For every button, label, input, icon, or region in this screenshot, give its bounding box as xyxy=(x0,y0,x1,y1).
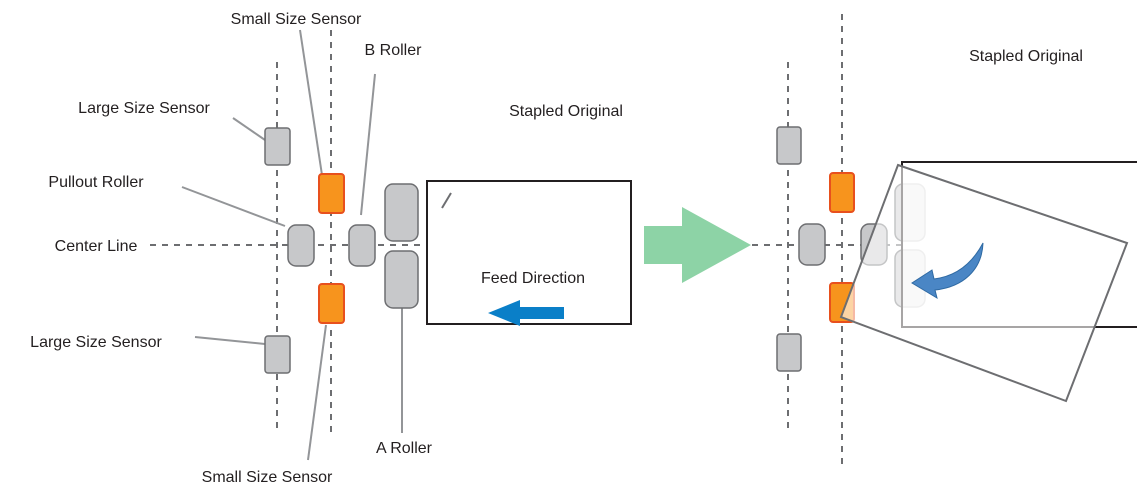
leader-small-sensor-bottom xyxy=(307,324,327,461)
b-roller-left xyxy=(348,224,376,267)
large-size-sensor-bottom-right xyxy=(776,333,802,372)
stapled-original-paper xyxy=(426,180,632,325)
large-size-sensor-top-right xyxy=(776,126,802,165)
label-center-line: Center Line xyxy=(55,238,138,255)
skewed-original-paper xyxy=(839,163,1129,403)
left-panel: Small Size Sensor B Roller Large Size Se… xyxy=(30,11,632,486)
small-size-sensor-top-right xyxy=(829,172,855,213)
right-panel: Stapled Original xyxy=(752,14,1137,466)
leader-b-roller xyxy=(360,73,376,216)
right-arrow-icon xyxy=(644,207,751,283)
leader-large-sensor-top xyxy=(232,117,266,141)
small-size-sensor-top xyxy=(318,173,345,214)
label-small-size-sensor-bottom: Small Size Sensor xyxy=(202,469,333,486)
leader-small-sensor-top xyxy=(299,29,323,176)
leader-pullout-roller xyxy=(181,186,286,227)
staple-mark xyxy=(441,192,452,209)
a-roller-bottom xyxy=(384,250,419,309)
label-small-size-sensor-top: Small Size Sensor xyxy=(231,11,362,28)
large-size-sensor-top xyxy=(264,127,291,166)
label-stapled-original-left: Stapled Original xyxy=(509,103,623,120)
pullout-roller xyxy=(287,224,315,267)
label-b-roller: B Roller xyxy=(365,42,423,59)
curved-arrow-icon xyxy=(911,242,984,300)
label-pullout-roller: Pullout Roller xyxy=(48,174,144,191)
label-stapled-original-right: Stapled Original xyxy=(969,48,1083,65)
small-size-sensor-bottom xyxy=(318,283,345,324)
a-roller-top xyxy=(384,183,419,242)
label-a-roller: A Roller xyxy=(376,440,433,457)
left-arrow-icon xyxy=(488,300,564,326)
pullout-roller-right xyxy=(798,223,826,266)
label-feed-direction: Feed Direction xyxy=(481,270,585,287)
label-large-size-sensor-bottom: Large Size Sensor xyxy=(30,334,162,351)
large-size-sensor-bottom xyxy=(264,335,291,374)
label-large-size-sensor-top: Large Size Sensor xyxy=(78,100,210,117)
leader-large-sensor-bottom xyxy=(194,336,266,345)
